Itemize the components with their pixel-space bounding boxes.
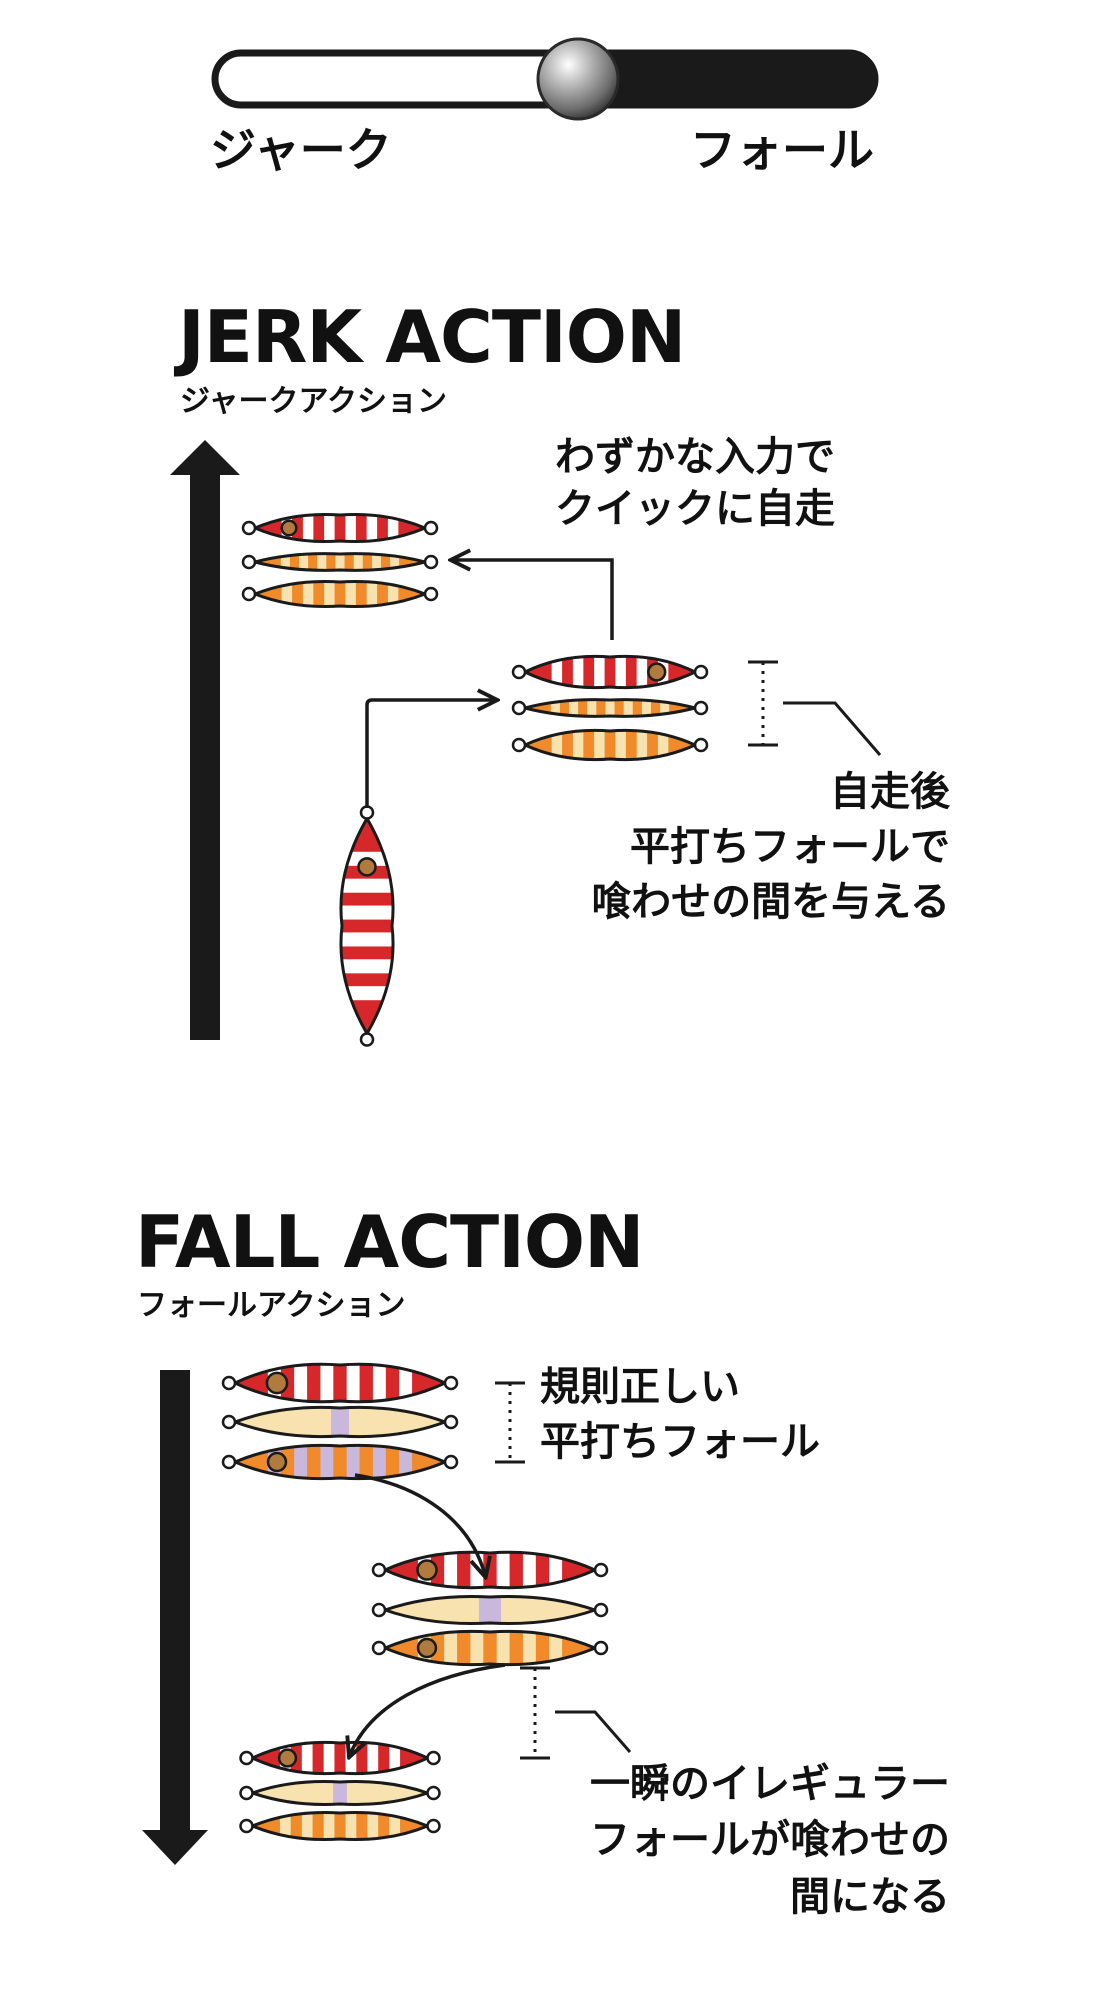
jerk-subtitle: ジャークアクション [180, 384, 447, 419]
metal-jig-icon [221, 1405, 459, 1439]
jerk-arrows [365, 560, 882, 808]
arrow-up-icon [170, 440, 240, 1040]
fall-curve-arrow-1 [354, 1473, 485, 1575]
metal-jig-icon [371, 1594, 609, 1626]
jig-layer [221, 512, 709, 1842]
metal-jig-icon [339, 805, 395, 1047]
metal-jig-icon [239, 1810, 441, 1842]
metal-jig-icon [239, 1740, 441, 1776]
fall-title: FALL ACTION [135, 1200, 644, 1284]
jerk-fall-slider [211, 37, 879, 121]
metal-jig-icon [221, 1443, 459, 1481]
metal-jig-icon [221, 1362, 459, 1404]
fall-note-bottom-line3: 間になる [790, 1874, 950, 1920]
metal-jig-icon [241, 512, 439, 544]
fall-note-bottom-line1: 一瞬のイレギュラー [590, 1761, 950, 1807]
jerk-title: JERK ACTION [178, 295, 686, 379]
fall-subtitle: フォールアクション [137, 1288, 406, 1323]
jerk-rise-arrow [453, 560, 614, 640]
metal-jig-icon [511, 728, 709, 762]
jerk-note-bottom-line1: 自走後 [830, 769, 950, 815]
slider-right-label: フォール [690, 123, 874, 177]
jerk-note-top-line1: わずかな入力で [555, 434, 835, 480]
metal-jig-icon [511, 698, 709, 718]
metal-jig-icon [239, 1780, 441, 1806]
metal-jig-icon [371, 1550, 609, 1590]
jerk-note-bottom-line2: 平打ちフォールで [630, 824, 950, 870]
slider-fill [578, 53, 875, 105]
slider-left-label: ジャーク [210, 123, 392, 177]
fall-note-bottom-line2: フォールが喰わせの [590, 1817, 950, 1863]
metal-jig-icon [241, 580, 439, 608]
fall-curve-arrow-2 [350, 1663, 506, 1755]
arrow-down-icon [142, 1370, 208, 1865]
fall-note-top-line1: 規則正しい [540, 1364, 740, 1410]
jerk-note-bottom-line3: 喰わせの間を与える [591, 879, 950, 925]
metal-jig-icon [511, 654, 709, 690]
sphere-icon [536, 37, 620, 121]
jerk-note-top-line2: クイックに自走 [555, 486, 835, 532]
fall-note-top-line2: 平打ちフォール [540, 1419, 820, 1465]
metal-jig-icon [371, 1629, 609, 1667]
metal-jig-icon [241, 552, 439, 572]
jerk-dart-arrow [365, 700, 495, 808]
fall-arrows [350, 1381, 632, 1758]
